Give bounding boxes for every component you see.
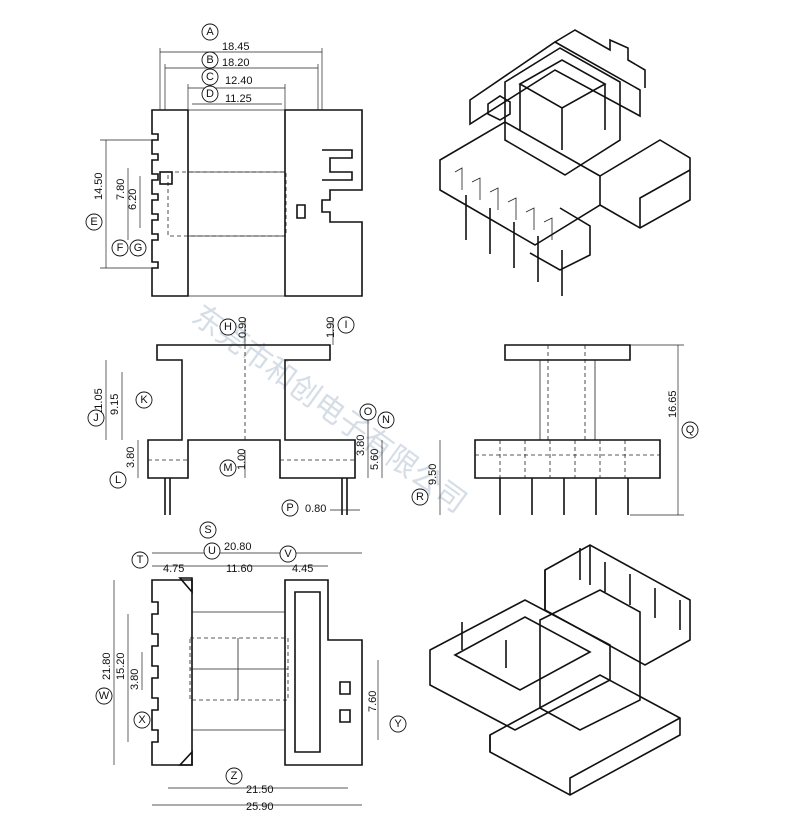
marker-letter-d: D	[206, 88, 214, 100]
marker-letter-b: B	[206, 54, 213, 66]
dimension-value-j: 11.05	[93, 388, 105, 415]
front-view	[105, 318, 383, 515]
marker-letter-v: V	[284, 548, 292, 560]
isometric-view-top	[439, 29, 691, 296]
marker-circle-a	[201, 23, 219, 41]
marker-circle-k	[135, 391, 153, 409]
marker-circle-v	[279, 545, 297, 563]
marker-circle-f	[111, 239, 129, 257]
marker-letter-a: A	[206, 26, 214, 38]
top-view	[100, 48, 363, 297]
marker-circle-h	[219, 318, 237, 336]
dimension-value-z: 21.50	[246, 784, 274, 796]
marker-letter-f: F	[117, 242, 124, 254]
marker-letter-m: M	[223, 462, 232, 474]
dimension-value-i: 1.90	[325, 317, 337, 338]
marker-circle-l	[109, 471, 127, 489]
marker-circle-t	[131, 551, 149, 569]
marker-circle-n	[377, 411, 395, 429]
marker-circle-g	[129, 239, 147, 257]
dimension-value-w2: 15.20	[115, 652, 127, 680]
marker-letter-q: Q	[686, 424, 695, 436]
marker-circle-i	[337, 316, 355, 334]
marker-circle-w	[95, 687, 113, 705]
marker-circle-b	[201, 51, 219, 69]
dimension-value-s: 20.80	[224, 541, 252, 553]
dimension-value-g: 6.20	[127, 189, 139, 210]
marker-letter-c: C	[206, 71, 214, 83]
dimension-value-v: 4.45	[292, 563, 313, 575]
marker-circle-p	[281, 499, 299, 517]
marker-letter-r: R	[416, 491, 424, 503]
dimension-value-t: 4.75	[163, 563, 184, 575]
marker-circle-m	[219, 459, 237, 477]
marker-letter-x: X	[138, 714, 146, 726]
dimension-value-r: 9.50	[427, 464, 439, 485]
dimension-value-h: 0.90	[237, 317, 249, 338]
dimension-value-d: 11.25	[225, 93, 252, 105]
marker-circle-r	[411, 488, 429, 506]
dimension-value-y: 7.60	[367, 691, 379, 712]
marker-circle-j	[87, 409, 105, 427]
marker-circle-u	[203, 542, 221, 560]
dimension-value-a: 18.45	[222, 41, 250, 53]
isometric-view-bottom	[429, 544, 691, 796]
dimension-value-z2: 25.90	[246, 801, 274, 813]
marker-circle-q	[681, 421, 699, 439]
marker-circle-y	[389, 715, 407, 733]
dimension-value-n: 5.60	[369, 449, 381, 470]
marker-letter-i: I	[344, 319, 347, 331]
marker-circle-s	[199, 521, 217, 539]
dimension-value-u: 11.60	[226, 563, 253, 575]
marker-letter-j: J	[93, 412, 99, 424]
marker-circle-o	[359, 403, 377, 421]
marker-letter-t: T	[137, 554, 144, 566]
marker-letter-u: U	[208, 545, 216, 557]
dimension-value-e: 14.50	[93, 172, 105, 200]
marker-letter-z: Z	[231, 770, 238, 782]
dimension-value-o: 3.80	[355, 435, 367, 456]
dimension-value-q: 16.65	[667, 390, 679, 418]
marker-letter-w: W	[99, 690, 110, 702]
marker-letter-k: K	[140, 394, 148, 406]
dimension-value-k: 9.15	[109, 394, 121, 415]
dimension-value-c: 12.40	[225, 75, 253, 87]
dimension-value-f: 7.80	[115, 179, 127, 200]
marker-letter-l: L	[115, 474, 121, 486]
dimension-value-m: 1.00	[236, 449, 248, 470]
dimension-value-b: 18.20	[222, 57, 250, 69]
dimension-value-p: 0.80	[305, 503, 326, 515]
marker-circle-z	[225, 767, 243, 785]
dimension-value-w: 21.80	[101, 652, 113, 680]
marker-letter-p: P	[286, 502, 293, 514]
marker-circle-c	[201, 68, 219, 86]
dimension-value-l: 3.80	[125, 447, 137, 468]
side-view	[439, 344, 684, 516]
marker-letter-g: G	[134, 242, 143, 254]
marker-circle-d	[201, 85, 219, 103]
marker-letter-h: H	[224, 321, 232, 333]
marker-circle-e	[85, 213, 103, 231]
marker-letter-s: S	[204, 524, 211, 536]
dimension-value-x: 3.80	[129, 669, 141, 690]
bottom-view	[113, 552, 379, 806]
marker-letter-e: E	[90, 216, 97, 228]
marker-circle-x	[133, 711, 151, 729]
marker-letter-n: N	[382, 414, 390, 426]
marker-letter-o: O	[364, 406, 373, 418]
marker-letter-y: Y	[394, 718, 402, 730]
